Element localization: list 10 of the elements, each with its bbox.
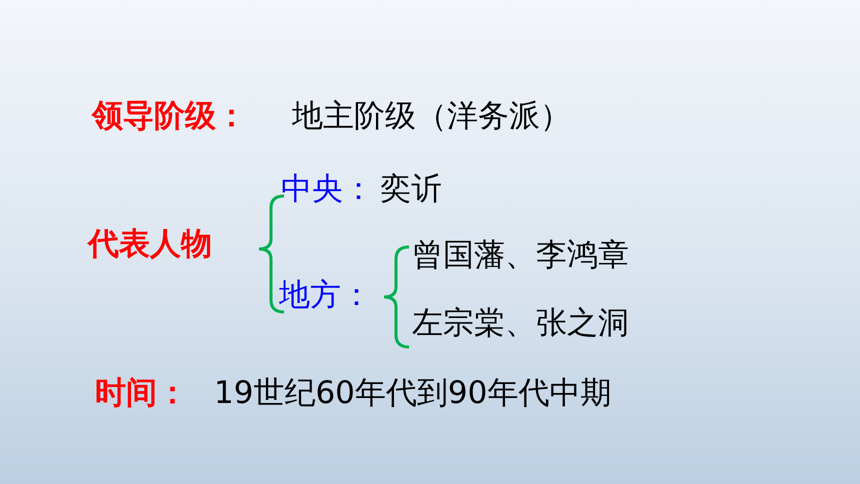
category-label: 中央： — [281, 174, 374, 205]
category-label: 代表人物 — [88, 229, 212, 260]
category-label: 地方： — [279, 280, 372, 311]
category-label: 时间： — [95, 378, 188, 409]
category-label: 领导阶级： — [92, 101, 247, 132]
person-name: 奕䜣 — [380, 174, 442, 205]
time-text: 19世纪60年代到90年代中期 — [214, 378, 612, 409]
description-text: 地主阶级（洋务派） — [292, 101, 571, 132]
person-names: 曾国藩、李鸿章 — [412, 240, 629, 271]
person-names: 左宗棠、张之洞 — [412, 308, 629, 339]
